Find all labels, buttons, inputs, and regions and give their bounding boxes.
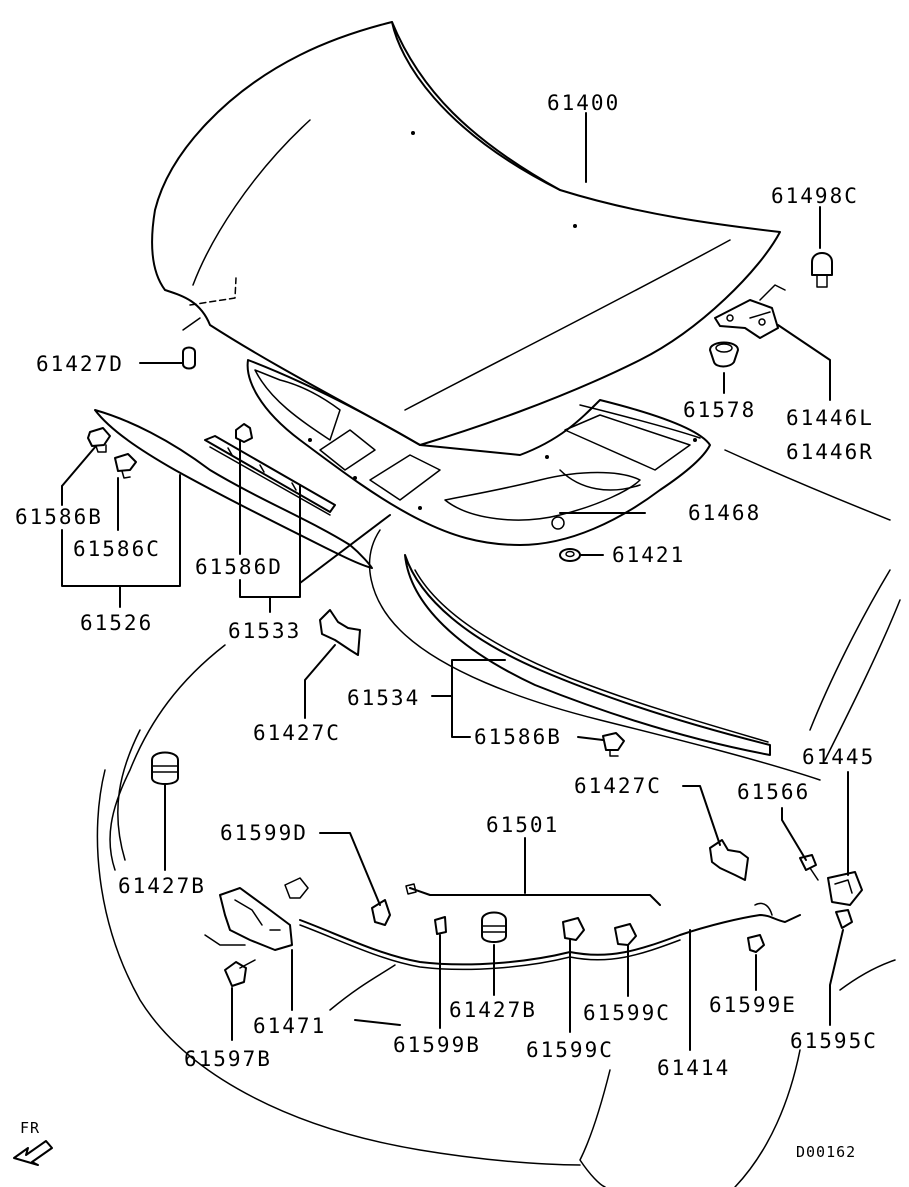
label-61597b: 61597B [184, 1047, 272, 1071]
screw-61566[interactable] [799, 854, 819, 881]
clip-61599c-1[interactable] [562, 917, 585, 941]
bolt-61597b[interactable] [224, 959, 256, 987]
label-61599c-1: 61599C [526, 1038, 614, 1062]
clip-61599d[interactable] [371, 899, 391, 926]
hinge-61446[interactable] [714, 284, 786, 339]
label-61595c: 61595C [790, 1029, 878, 1053]
label-61534: 61534 [347, 686, 420, 710]
clip-61595c[interactable] [835, 909, 853, 929]
label-61599d: 61599D [220, 821, 308, 845]
label-61526: 61526 [80, 611, 153, 635]
bracket-61427c-left[interactable] [319, 609, 361, 656]
label-61445: 61445 [802, 745, 875, 769]
bolt-61498c[interactable] [811, 252, 833, 288]
right-seal-strip[interactable] [404, 554, 771, 756]
stay-rod-61501[interactable] [405, 883, 661, 906]
label-61501: 61501 [486, 813, 559, 837]
clip-61599c-2[interactable] [614, 923, 637, 946]
label-61427c-left: 61427C [253, 721, 341, 745]
bumper-61427b-center[interactable] [481, 911, 507, 943]
label-61471: 61471 [253, 1014, 326, 1038]
grommet-61421[interactable] [559, 548, 581, 562]
label-61400: 61400 [547, 91, 620, 115]
label-61427b-left: 61427B [118, 874, 206, 898]
label-61427d: 61427D [36, 352, 124, 376]
label-61427b-center: 61427B [449, 998, 537, 1022]
bumper-61578[interactable] [709, 341, 739, 368]
bracket-61427c-right[interactable] [709, 839, 749, 881]
label-61533: 61533 [228, 619, 301, 643]
latch-release-61445[interactable] [827, 871, 863, 906]
label-61468: 61468 [688, 501, 761, 525]
drawing-code: D00162 [796, 1143, 856, 1161]
release-cable-61414[interactable] [299, 902, 801, 971]
bumper-61427d[interactable] [182, 346, 196, 370]
clip-61599e[interactable] [747, 934, 765, 953]
label-61498c: 61498C [771, 184, 859, 208]
bumper-61427b-left[interactable] [151, 751, 179, 785]
hood-inner-frame[interactable] [246, 359, 711, 546]
clip-61586b-left[interactable] [87, 427, 111, 453]
clip-61586c-left[interactable] [114, 453, 137, 479]
front-seal-strip[interactable] [204, 435, 336, 516]
latch-61471[interactable] [204, 877, 309, 951]
part-number-labels: 61400 61498C 61427D 61578 61446L 61446R … [15, 91, 878, 1161]
left-seal-strip[interactable] [94, 409, 373, 569]
label-61586c-left: 61586C [73, 537, 161, 561]
direction-label: FR [20, 1119, 40, 1137]
label-61427c-right: 61427C [574, 774, 662, 798]
label-61599e: 61599E [709, 993, 797, 1017]
front-direction-arrow-icon [13, 1140, 53, 1166]
label-61421: 61421 [612, 543, 685, 567]
label-61446r: 61446R [786, 440, 874, 464]
label-61599c-2: 61599C [583, 1001, 671, 1025]
clip-61586d[interactable] [235, 423, 253, 443]
label-61586d: 61586D [195, 555, 283, 579]
leader-lines [61, 112, 849, 1051]
label-61586b-left: 61586B [15, 505, 103, 529]
label-61578: 61578 [683, 398, 756, 422]
vehicle-body-outline [96, 449, 901, 1187]
label-61599b: 61599B [393, 1033, 481, 1057]
label-61446l: 61446L [786, 406, 874, 430]
label-61586b-right: 61586B [474, 725, 562, 749]
label-61566: 61566 [737, 780, 810, 804]
clip-61599b[interactable] [434, 916, 447, 935]
hood-panel[interactable] [151, 21, 781, 446]
clip-61586b-right[interactable] [602, 732, 625, 757]
label-61414: 61414 [657, 1056, 730, 1080]
